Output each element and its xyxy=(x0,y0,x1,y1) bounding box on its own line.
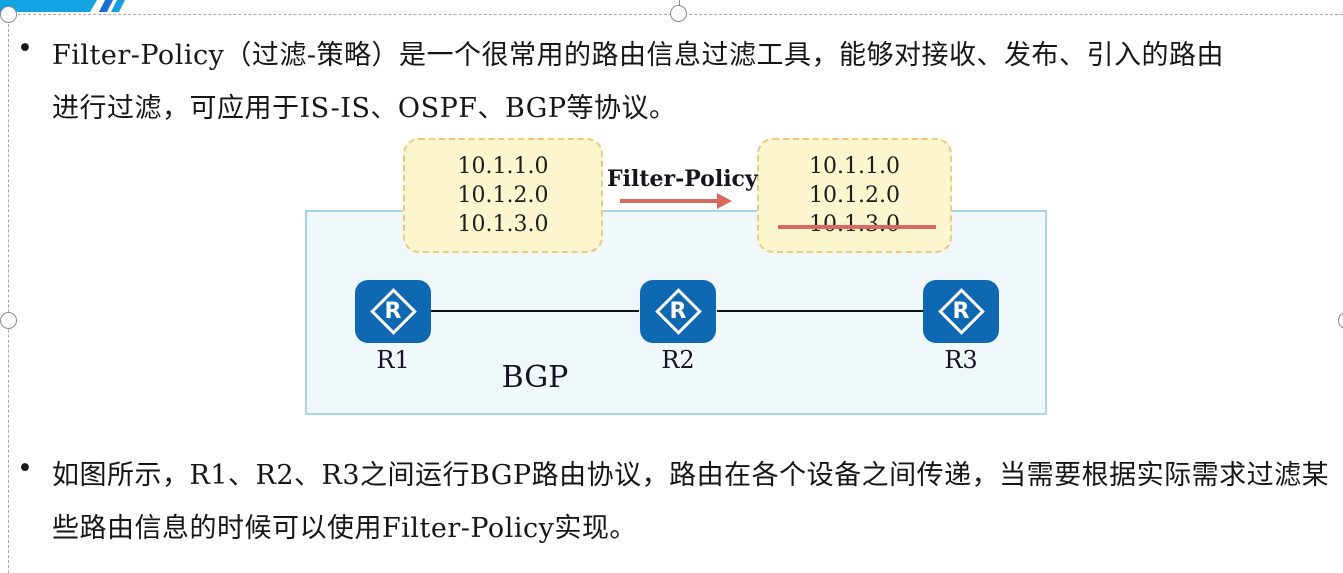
filter-policy-arrow-icon xyxy=(620,193,732,209)
bgp-label: BGP xyxy=(501,360,569,395)
selection-handle-top-left[interactable] xyxy=(0,6,17,23)
route-entry: 10.1.2.0 xyxy=(457,183,549,208)
router-r2[interactable]: R xyxy=(640,280,716,343)
route-list-after-box[interactable]: 10.1.1.0 10.1.2.0 10.1.3.0 xyxy=(757,138,952,253)
router-r1[interactable]: R xyxy=(355,280,431,343)
paragraph2-line1: 如图所示，R1、R2、R3之间运行BGP路由协议，路由在各个设备之间传递，当需要… xyxy=(52,460,1330,491)
route-strikethrough-line xyxy=(778,225,936,229)
router-letter: R xyxy=(669,299,687,324)
rotation-handle[interactable] xyxy=(670,5,687,22)
route-entry: 10.1.3.0 xyxy=(457,212,549,237)
router-letter: R xyxy=(384,299,402,324)
paragraph2-line2: 些路由信息的时候可以使用Filter-Policy实现。 xyxy=(52,513,637,544)
arrow-head xyxy=(717,193,732,209)
selection-handle-middle-right[interactable] xyxy=(1338,312,1343,329)
router-chassis xyxy=(923,280,999,343)
paragraph1-line2: 进行过滤，可应用于IS-IS、OSPF、BGP等协议。 xyxy=(52,93,677,124)
router-letter: R xyxy=(952,299,970,324)
bullet-marker-2: • xyxy=(17,453,33,484)
router-label-r1: R1 xyxy=(376,346,410,374)
paragraph1-line1: Filter-Policy（过滤-策略）是一个很常用的路由信息过滤工具，能够对接… xyxy=(52,40,1224,71)
filter-policy-label: Filter-Policy xyxy=(607,166,758,192)
bullet-marker-1: • xyxy=(17,33,33,64)
route-entry: 10.1.2.0 xyxy=(809,183,900,208)
route-entry: 10.1.1.0 xyxy=(809,154,900,179)
route-entry: 10.1.1.0 xyxy=(457,154,549,179)
router-chassis xyxy=(640,280,716,343)
router-r3[interactable]: R xyxy=(923,280,999,343)
route-entry-filtered: 10.1.3.0 xyxy=(759,210,950,239)
link-r1-r2 xyxy=(431,310,639,312)
selection-handle-middle-left[interactable] xyxy=(0,312,17,329)
router-label-r3: R3 xyxy=(944,346,978,374)
router-chassis xyxy=(355,280,431,343)
slide-accent-slash-2 xyxy=(110,0,126,12)
link-r2-r3 xyxy=(717,310,923,312)
selection-border-left[interactable] xyxy=(8,14,9,573)
router-label-r2: R2 xyxy=(661,346,695,374)
arrow-shaft xyxy=(620,199,718,203)
slide-accent-bar xyxy=(0,0,97,12)
route-list-before-box[interactable]: 10.1.1.0 10.1.2.0 10.1.3.0 xyxy=(403,138,603,253)
rotation-handle-stem xyxy=(679,0,680,6)
